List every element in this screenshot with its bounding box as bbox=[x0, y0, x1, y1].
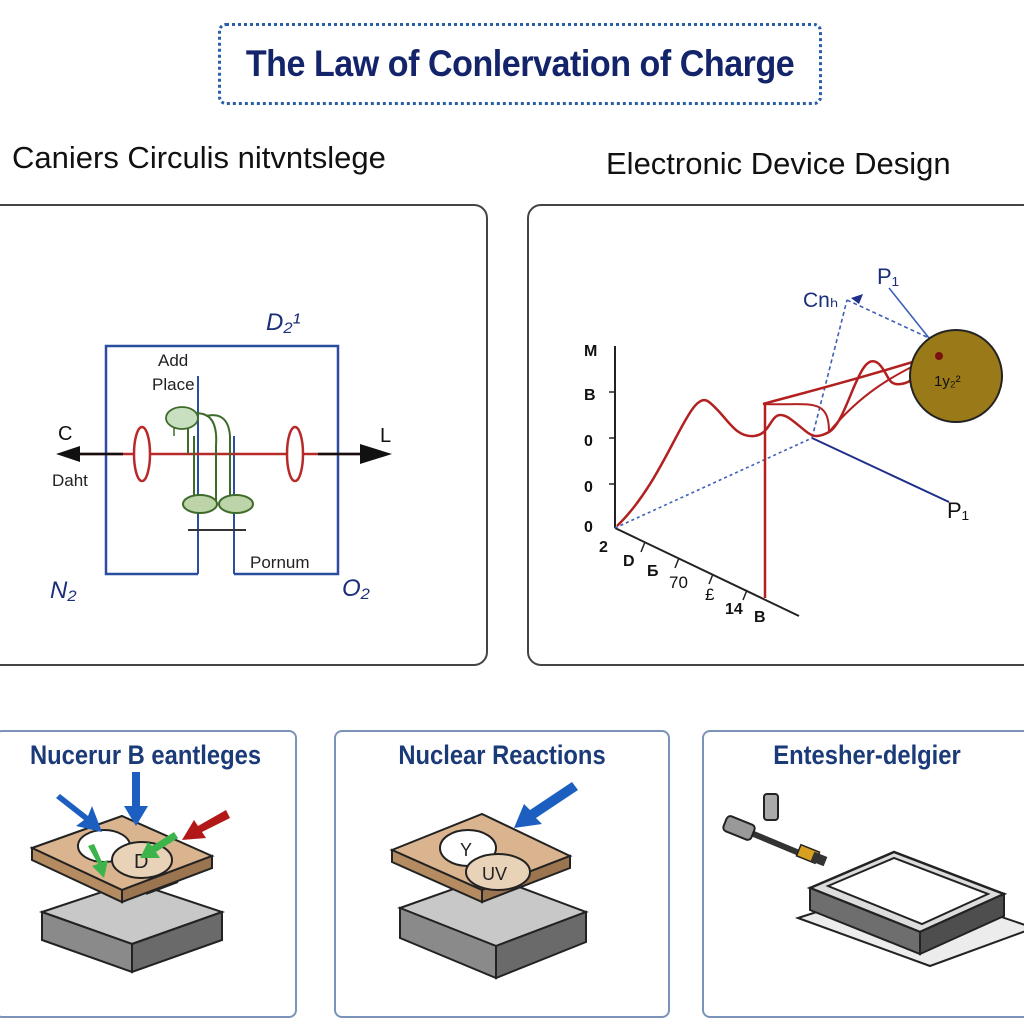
blue-arrow-icon bbox=[514, 782, 578, 828]
gold-circle bbox=[909, 329, 1003, 423]
right-section-heading: Electronic Device Design bbox=[606, 146, 951, 181]
page-title: The Law of Conlervation of Charge bbox=[245, 43, 795, 84]
blue-arrow-icon bbox=[124, 772, 148, 826]
label-cn: Cnₕ bbox=[803, 289, 838, 312]
probe-knob bbox=[763, 793, 779, 821]
plate-label: UV bbox=[482, 864, 507, 884]
title-banner: The Law of Conlervation of Charge bbox=[218, 23, 822, 105]
y-tick-label: B bbox=[584, 387, 596, 404]
red-line-a bbox=[762, 352, 940, 406]
x-tick-label: £ bbox=[705, 585, 715, 604]
probe-handle bbox=[722, 815, 756, 841]
x-tick-label: 2 bbox=[599, 539, 608, 556]
label-place: Place bbox=[152, 375, 195, 394]
green-arrow-icon bbox=[140, 832, 178, 858]
plate-circle-b bbox=[465, 853, 531, 891]
y-tick-marks bbox=[609, 391, 615, 485]
label-add: Add bbox=[158, 351, 188, 370]
y-tick-label: M bbox=[584, 343, 597, 360]
card-nuclear-reactions: Nuclear Reactions Y UV bbox=[334, 730, 670, 1018]
card-illustration bbox=[722, 793, 1024, 968]
green-disc-left bbox=[182, 494, 218, 514]
card-nuclear-b: Nucerur B eantleges D bbox=[0, 730, 297, 1018]
label-p1-right: P₁ bbox=[947, 498, 969, 523]
label-o2: O₂ bbox=[342, 575, 370, 602]
blue-dashed-to-circle bbox=[846, 299, 930, 339]
label-p1-top: P₁ bbox=[877, 264, 899, 289]
charge-ellipse-left bbox=[132, 425, 152, 483]
left-arrowhead bbox=[56, 446, 80, 462]
y-tick-label: 0 bbox=[584, 519, 593, 536]
label-n2: N₂ bbox=[50, 577, 76, 604]
label-daht: Daht bbox=[52, 471, 88, 490]
plate-label-2: Y bbox=[460, 840, 472, 860]
card-illustration: D bbox=[29, 772, 230, 974]
circuit-panel: D₂¹ Add Place C L Daht Pornum N₂ O₂ bbox=[0, 204, 488, 666]
card-title: Nuclear Reactions bbox=[398, 740, 606, 770]
card-title: Entesher-delgier bbox=[773, 740, 961, 770]
device-screen bbox=[825, 856, 991, 926]
blue-arrow-icon bbox=[56, 794, 102, 832]
x-tick-label: 70 bbox=[669, 573, 688, 592]
small-arrowhead bbox=[851, 294, 863, 304]
label-d2: D₂¹ bbox=[266, 309, 300, 336]
x-tick-label: D bbox=[623, 553, 635, 570]
circuit-outline bbox=[104, 344, 340, 576]
card-illustration: Y UV bbox=[389, 782, 589, 980]
device-design-panel: M B 0 0 0 2 D Б 70 £ 14 B Cnₕ P₁ P₁ 1y₂² bbox=[527, 204, 1024, 666]
place-blob bbox=[165, 406, 199, 430]
label-c: C bbox=[58, 423, 72, 445]
x-tick-marks bbox=[640, 541, 748, 601]
green-wire-b bbox=[205, 414, 231, 506]
blue-line-p1-top bbox=[888, 287, 930, 339]
x-axis bbox=[614, 527, 800, 617]
circle-dot bbox=[935, 352, 943, 360]
y-tick-label: 0 bbox=[584, 479, 593, 496]
probe-tip bbox=[810, 851, 828, 867]
y-tick-label: 0 bbox=[584, 433, 593, 450]
card-title: Nucerur B eantleges bbox=[29, 740, 262, 770]
blue-dashed-up bbox=[811, 299, 848, 439]
right-arrowhead bbox=[360, 444, 392, 464]
red-arrow-icon bbox=[182, 810, 230, 840]
blue-dashed-line bbox=[614, 437, 813, 529]
x-tick-label: B bbox=[754, 609, 766, 626]
circuit-diagram: D₂¹ Add Place C L Daht Pornum N₂ O₂ bbox=[50, 309, 392, 604]
green-arrow-icon bbox=[88, 844, 108, 878]
label-l: L bbox=[380, 425, 391, 447]
green-disc-right bbox=[218, 494, 254, 514]
label-circle: 1y₂² bbox=[934, 373, 961, 390]
device-graph: M B 0 0 0 2 D Б 70 £ 14 B Cnₕ P₁ P₁ 1y₂² bbox=[584, 264, 1003, 626]
x-tick-label: 14 bbox=[725, 601, 743, 618]
left-section-heading: Caniers Circulis nitvntslege bbox=[12, 140, 386, 175]
card-device: Entesher-delgier bbox=[702, 730, 1024, 1018]
blue-line-to-p1 bbox=[811, 437, 950, 503]
red-waveform bbox=[616, 352, 940, 527]
label-pornum: Pornum bbox=[250, 553, 310, 572]
x-tick-label: Б bbox=[647, 563, 659, 580]
charge-ellipse-right bbox=[285, 425, 305, 483]
red-line-b bbox=[762, 403, 830, 433]
